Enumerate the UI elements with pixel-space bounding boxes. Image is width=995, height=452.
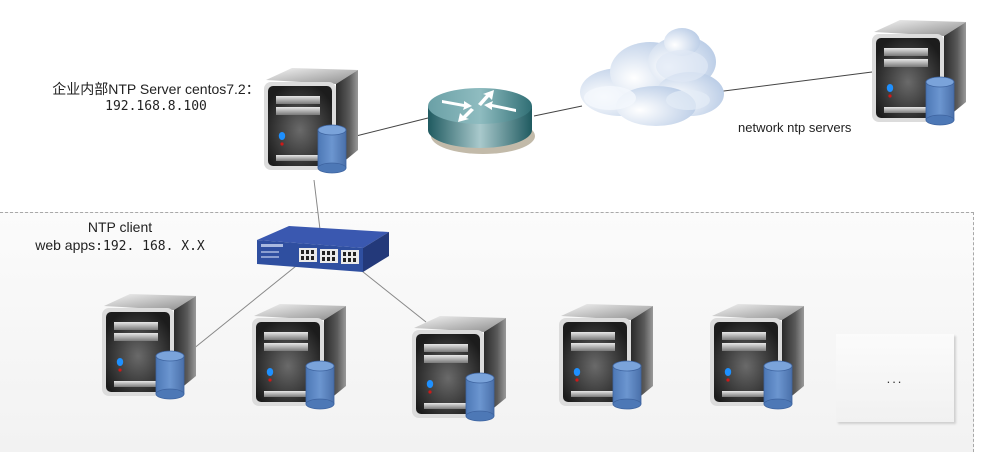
- client-server-icon-2[interactable]: [246, 300, 350, 412]
- more-clients-box: ...: [836, 334, 954, 422]
- internal-ntp-label: 企业内部NTP Server centos7.2： 192.168.8.100: [26, 80, 286, 116]
- client-subtitle-ip: :192. 168. X.X: [95, 239, 205, 254]
- more-clients-ellipsis: ...: [886, 370, 904, 386]
- external-ntp-server-icon[interactable]: [866, 16, 970, 128]
- edge-cloud-external: [715, 71, 873, 93]
- client-label: NTP client web apps:192. 168. X.X: [30, 218, 210, 256]
- internal-ntp-server-icon[interactable]: [258, 64, 362, 176]
- client-server-icon-4[interactable]: [553, 300, 657, 412]
- client-subtitle-prefix: web apps: [35, 237, 96, 253]
- client-subtitle: web apps:192. 168. X.X: [30, 236, 210, 256]
- client-server-icon-5[interactable]: [704, 300, 808, 412]
- client-server-icon-1[interactable]: [96, 290, 200, 402]
- client-title: NTP client: [87, 219, 153, 235]
- internet-cloud-icon: [580, 28, 724, 126]
- router-icon[interactable]: [420, 78, 540, 158]
- internal-ntp-title: 企业内部NTP Server centos7.2：: [52, 81, 260, 97]
- internal-ntp-ip: 192.168.8.100: [105, 99, 207, 114]
- client-server-icon-3[interactable]: [406, 312, 510, 424]
- external-ntp-label: network ntp servers: [738, 120, 852, 135]
- edge-router-cloud: [533, 105, 583, 117]
- switch-icon[interactable]: [255, 218, 391, 274]
